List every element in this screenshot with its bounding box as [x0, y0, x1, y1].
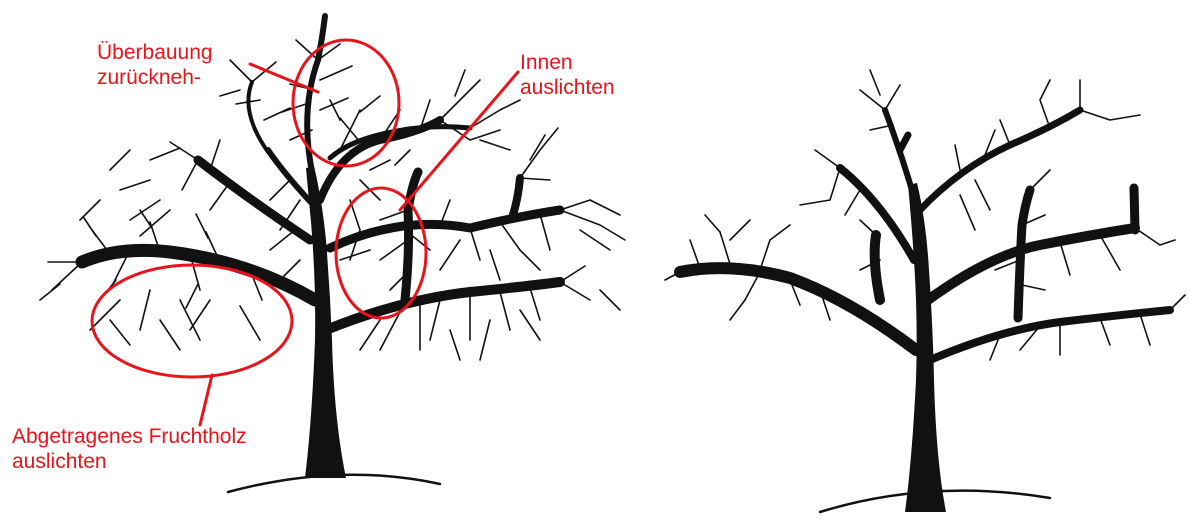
overbuilding-ellipse [291, 38, 401, 168]
trunk-left [305, 166, 346, 478]
tree-before-pruning [39, 13, 626, 494]
annotation-layer [90, 38, 520, 427]
label-inner-line2: auslichten [520, 76, 615, 99]
label-overbuilding-line1: Überbauung [97, 41, 213, 64]
label-fruitwood: Abgetragenes Fruchtholz auslichten [12, 424, 247, 474]
label-overbuilding: Überbauung zurückneh- [97, 40, 213, 90]
fruitwood-ellipse [90, 263, 294, 379]
label-fruitwood-line1: Abgetragenes Fruchtholz [12, 425, 247, 448]
label-inner-thinning: Innen auslichten [520, 50, 615, 100]
tree-after-pruning [664, 69, 1186, 514]
trunk-right [905, 183, 946, 512]
fruitwood-pointer [198, 373, 214, 427]
label-inner-line1: Innen [520, 51, 573, 74]
inner-ellipse [334, 186, 428, 320]
overbuilding-pointer [248, 62, 320, 94]
label-overbuilding-line2: zurückneh- [97, 66, 201, 89]
label-fruitwood-line2: auslichten [12, 450, 107, 473]
inner-pointer [398, 70, 520, 212]
